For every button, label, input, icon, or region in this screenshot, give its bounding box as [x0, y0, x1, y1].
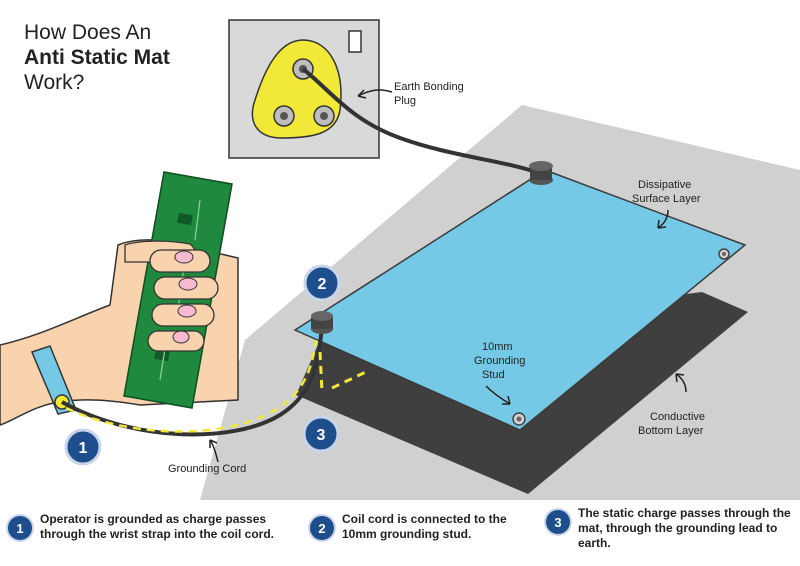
svg-text:1: 1: [79, 440, 88, 457]
title-line-2: Anti Static Mat: [24, 46, 170, 69]
badge-3: 3: [302, 415, 340, 453]
title-line-3: Work?: [24, 71, 85, 94]
grounding-stud-label: 10mm Grounding Stud: [474, 341, 528, 381]
grounding-cord-label: Grounding Cord: [168, 463, 246, 475]
step-3-badge: 3: [546, 510, 570, 534]
dissipative-surface-layer: [293, 169, 747, 431]
conductive-bottom-layer-label: Conductive Bottom Layer: [638, 411, 708, 437]
steps-footer: 1 Operator is grounded as charge passes …: [0, 500, 800, 566]
dissipative-surface-layer-label: Dissipative Surface Layer: [632, 179, 701, 205]
step-1-badge: 1: [8, 516, 32, 540]
grounding-stud-icon: [512, 412, 526, 426]
pointer-arrows: [209, 89, 687, 463]
corner-stud-icon: [718, 248, 730, 260]
fingers: [124, 240, 219, 352]
svg-text:3: 3: [317, 427, 326, 444]
charge-path-mat: [318, 351, 371, 393]
socket-switch-icon: [348, 30, 362, 53]
step-2: 2 Coil cord is connected to the 10mm gro…: [310, 512, 540, 542]
svg-text:2: 2: [318, 276, 327, 293]
page-title: How Does An Anti Static Mat Work?: [24, 20, 224, 95]
badge-1: 1: [64, 428, 102, 466]
badge-2: 2: [303, 264, 341, 302]
title-line-1: How Does An: [24, 21, 152, 44]
step-1-text: Operator is grounded as charge passes th…: [40, 512, 275, 541]
step-3: 3 The static charge passes through the m…: [546, 506, 794, 551]
earth-bonding-cord: [301, 67, 537, 174]
step-2-text: Coil cord is connected to the 10mm groun…: [342, 512, 507, 541]
earth-bonding-plug-label: Earth Bonding Plug: [394, 81, 467, 107]
step-1: 1 Operator is grounded as charge passes …: [8, 512, 304, 542]
wall-socket: [228, 19, 380, 159]
earth-stud-icon: [529, 161, 553, 185]
coil-cord-stud-icon: [311, 311, 333, 334]
charge-path: [65, 339, 318, 433]
step-2-badge: 2: [310, 516, 334, 540]
step-3-text: The static charge passes through the mat…: [578, 506, 791, 550]
